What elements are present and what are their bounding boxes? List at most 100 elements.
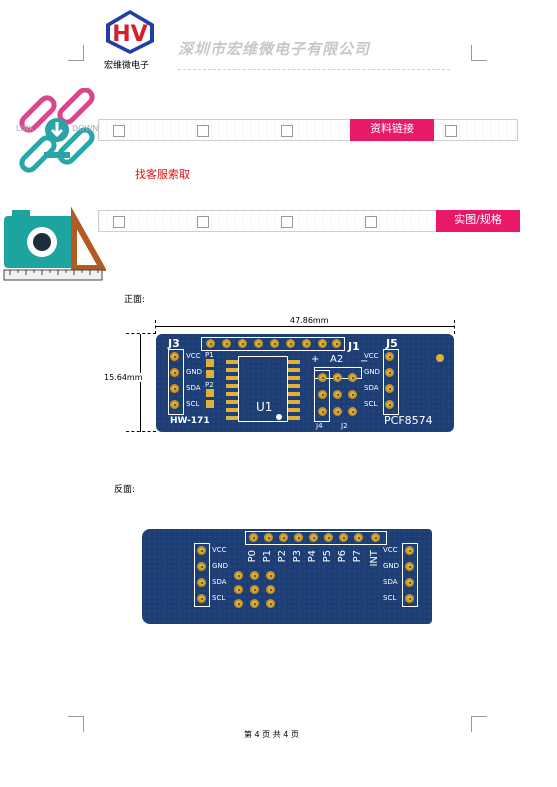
u1-smd-pad (288, 392, 300, 396)
u1-smd-pad (226, 360, 238, 364)
smd-pad (206, 389, 214, 397)
u1-label: U1 (256, 400, 273, 414)
u1-smd-pad (226, 384, 238, 388)
back-jumper-pad (250, 571, 259, 580)
a2-pad (318, 373, 327, 382)
minus-label: − (360, 356, 369, 367)
back-right-pin-vcc: VCC (383, 546, 398, 554)
back-jumper-pad (266, 571, 275, 580)
link-word: LINK (16, 124, 35, 133)
back-right-pad (405, 546, 414, 555)
j3-pin-scl: SCL (186, 400, 200, 408)
smd-pad (206, 370, 214, 378)
j5-pad (385, 368, 394, 377)
u1-smd-pad (288, 384, 300, 388)
a2-pad (333, 373, 342, 382)
front-label: 正面: (124, 295, 146, 305)
back-left-pin-vcc: VCC (212, 546, 227, 554)
u1-smd-pad (226, 392, 238, 396)
back-right-header-outline (402, 543, 418, 607)
back-right-pin-scl: SCL (383, 594, 397, 602)
back-pin-int: INT (369, 550, 380, 567)
data-link-button[interactable]: 资料链接 (350, 119, 434, 141)
contact-service-text[interactable]: 找客服索取 (135, 168, 190, 181)
back-top-header-outline (245, 531, 387, 545)
a2-pad (348, 407, 357, 416)
link-download-icon: LINK DOWN (14, 87, 100, 174)
photos-specs-button[interactable]: 实图/规格 (436, 210, 520, 232)
crop-mark-bottom-left (68, 716, 84, 732)
j3-label: J3 (168, 337, 180, 350)
back-pin-p7: P7 (352, 550, 363, 563)
u1-smd-pad (288, 416, 300, 420)
a2-pad (318, 390, 327, 399)
back-pin-p1: P1 (262, 550, 273, 563)
a2-pad (348, 373, 357, 382)
a2-pad (333, 390, 342, 399)
page-number: 第 4 页 共 4 页 (244, 730, 299, 739)
crop-mark-top-left (68, 45, 84, 61)
model-label: HW-171 (170, 416, 210, 426)
strip-cell (281, 216, 293, 228)
back-top-pad (339, 533, 348, 542)
u1-smd-pad (226, 400, 238, 404)
back-top-pad (354, 533, 363, 542)
front-pcb-board: J3 J1 J5 A2 + − VCC GND SDA SCL P1 P2 U1 (156, 334, 454, 432)
back-left-pad (197, 578, 206, 587)
strip-cell (365, 216, 377, 228)
back-left-pad (197, 562, 206, 571)
j3-pad (170, 352, 179, 361)
strip-cell (445, 125, 457, 137)
strip-cell (281, 125, 293, 137)
j3-header-outline (168, 349, 184, 415)
j5-header-outline (383, 349, 399, 415)
back-right-pin-sda: SDA (383, 578, 398, 586)
company-logo: HV (104, 8, 156, 60)
height-dimension-value: 15.64mm (104, 373, 143, 382)
back-jumper-pad (234, 585, 243, 594)
company-name: 深圳市宏维微电子有限公司 (178, 40, 371, 58)
back-label: 反面: (114, 485, 136, 495)
j1-pad (270, 339, 279, 348)
j4-label: J4 (316, 422, 323, 430)
p1-label: P1 (205, 351, 214, 359)
a2-pad (348, 390, 357, 399)
u1-smd-pad (288, 376, 300, 380)
back-top-pad (264, 533, 273, 542)
back-right-pad (405, 578, 414, 587)
j1-pad (286, 339, 295, 348)
led-dot (436, 354, 444, 362)
back-jumper-pad (250, 599, 259, 608)
hv-logo-icon: HV (106, 10, 154, 54)
a2-label: A2 (330, 354, 344, 365)
j1-pad (332, 339, 341, 348)
strip-cell (197, 216, 209, 228)
j3-pad (170, 384, 179, 393)
header-rule (178, 69, 450, 70)
p2-label: P2 (205, 381, 214, 389)
u1-smd-pad (226, 376, 238, 380)
u1-smd-pad (288, 400, 300, 404)
back-pcb-board: VCC GND SDA SCL P0 P1 P2 P3 P4 P5 P6 P7 … (142, 529, 432, 624)
u1-pin1-dot (276, 414, 282, 420)
j1-label: J1 (348, 340, 360, 353)
u1-smd-pad (288, 360, 300, 364)
strip-cell (113, 216, 125, 228)
j3-pad (170, 368, 179, 377)
back-top-pad (294, 533, 303, 542)
down-word: DOWN (72, 124, 99, 133)
j5-pin-gnd: GND (364, 368, 381, 376)
j1-pad (254, 339, 263, 348)
height-dimension-line (140, 334, 141, 432)
u1-smd-pad (226, 416, 238, 420)
u1-smd-pad (288, 368, 300, 372)
back-left-pin-gnd: GND (212, 562, 229, 570)
a2-pad (318, 407, 327, 416)
back-top-pad (324, 533, 333, 542)
back-top-pad (279, 533, 288, 542)
j1-header-outline (201, 337, 345, 351)
back-jumper-pad (266, 599, 275, 608)
back-top-pad (371, 533, 380, 542)
back-left-pad (197, 546, 206, 555)
back-jumper-pad (266, 585, 275, 594)
